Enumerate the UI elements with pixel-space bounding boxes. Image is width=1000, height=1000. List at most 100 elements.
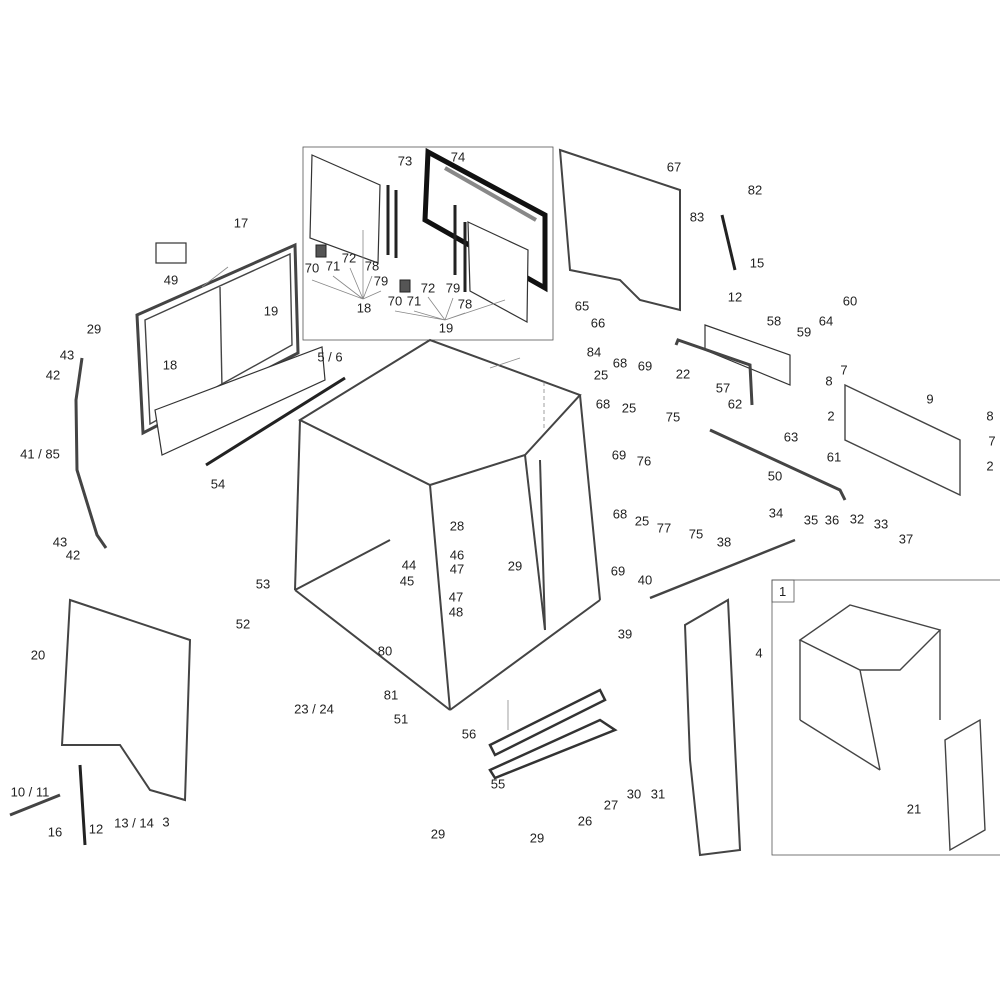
part-callout-2[interactable]: 2 xyxy=(986,458,993,473)
part-callout-42[interactable]: 42 xyxy=(46,367,60,382)
part-callout-68[interactable]: 68 xyxy=(613,355,627,370)
part-callout-68[interactable]: 68 xyxy=(613,506,627,521)
part-callout-77[interactable]: 77 xyxy=(657,520,671,535)
part-callout-75[interactable]: 75 xyxy=(666,409,680,424)
part-callout-69[interactable]: 69 xyxy=(612,447,626,462)
part-callout-61[interactable]: 61 xyxy=(827,449,841,464)
part-callout-40[interactable]: 40 xyxy=(638,572,652,587)
part-callout-2[interactable]: 2 xyxy=(827,408,834,423)
part-callout-33[interactable]: 33 xyxy=(874,516,888,531)
part-callout-80[interactable]: 80 xyxy=(378,643,392,658)
part-callout-29[interactable]: 29 xyxy=(431,826,445,841)
part-callout-79[interactable]: 79 xyxy=(374,273,388,288)
part-callout-27[interactable]: 27 xyxy=(604,797,618,812)
part-callout-75[interactable]: 75 xyxy=(689,526,703,541)
part-callout-72[interactable]: 72 xyxy=(421,280,435,295)
part-callout-65[interactable]: 65 xyxy=(575,298,589,313)
part-callout-31[interactable]: 31 xyxy=(651,786,665,801)
part-callout-29[interactable]: 29 xyxy=(530,830,544,845)
part-callout-66[interactable]: 66 xyxy=(591,315,605,330)
part-callout-62[interactable]: 62 xyxy=(728,396,742,411)
part-callout-70[interactable]: 70 xyxy=(305,260,319,275)
part-callout-30[interactable]: 30 xyxy=(627,786,641,801)
part-callout-47[interactable]: 47 xyxy=(450,561,464,576)
part-callout-18[interactable]: 18 xyxy=(163,357,177,372)
part-callout-28[interactable]: 28 xyxy=(450,518,464,533)
part-callout-38[interactable]: 38 xyxy=(717,534,731,549)
part-callout-2324[interactable]: 23 / 24 xyxy=(294,701,334,716)
part-callout-72[interactable]: 72 xyxy=(342,250,356,265)
part-callout-71[interactable]: 71 xyxy=(326,258,340,273)
part-callout-56[interactable]: 56 xyxy=(462,726,476,741)
part-callout-19[interactable]: 19 xyxy=(264,303,278,318)
part-callout-29[interactable]: 29 xyxy=(508,558,522,573)
part-callout-51[interactable]: 51 xyxy=(394,711,408,726)
part-callout-74[interactable]: 74 xyxy=(451,149,465,164)
part-callout-58[interactable]: 58 xyxy=(767,313,781,328)
part-callout-56[interactable]: 5 / 6 xyxy=(317,349,342,364)
part-callout-83[interactable]: 83 xyxy=(690,209,704,224)
part-callout-55[interactable]: 55 xyxy=(491,776,505,791)
part-callout-52[interactable]: 52 xyxy=(236,616,250,631)
part-callout-46[interactable]: 46 xyxy=(450,547,464,562)
part-callout-21[interactable]: 21 xyxy=(907,801,921,816)
part-callout-19[interactable]: 19 xyxy=(439,320,453,335)
part-callout-16[interactable]: 16 xyxy=(48,824,62,839)
part-callout-18[interactable]: 18 xyxy=(357,300,371,315)
part-callout-47[interactable]: 47 xyxy=(449,589,463,604)
part-callout-1011[interactable]: 10 / 11 xyxy=(11,784,50,799)
part-callout-70[interactable]: 70 xyxy=(388,293,402,308)
part-callout-79[interactable]: 79 xyxy=(446,280,460,295)
part-callout-26[interactable]: 26 xyxy=(578,813,592,828)
part-callout-22[interactable]: 22 xyxy=(676,366,690,381)
part-callout-34[interactable]: 34 xyxy=(769,505,783,520)
part-callout-68[interactable]: 68 xyxy=(596,396,610,411)
part-callout-43[interactable]: 43 xyxy=(60,347,74,362)
part-callout-35[interactable]: 35 xyxy=(804,512,818,527)
part-callout-67[interactable]: 67 xyxy=(667,159,681,174)
part-callout-25[interactable]: 25 xyxy=(594,367,608,382)
part-callout-25[interactable]: 25 xyxy=(635,513,649,528)
part-callout-3[interactable]: 3 xyxy=(162,814,169,829)
part-callout-48[interactable]: 48 xyxy=(449,604,463,619)
part-callout-84[interactable]: 84 xyxy=(587,344,601,359)
part-callout-82[interactable]: 82 xyxy=(748,182,762,197)
part-callout-71[interactable]: 71 xyxy=(407,293,421,308)
part-callout-8[interactable]: 8 xyxy=(986,408,993,423)
part-callout-7[interactable]: 7 xyxy=(988,433,995,448)
part-callout-15[interactable]: 15 xyxy=(750,255,764,270)
part-callout-63[interactable]: 63 xyxy=(784,429,798,444)
part-callout-17[interactable]: 17 xyxy=(234,215,248,230)
part-callout-25[interactable]: 25 xyxy=(622,400,636,415)
part-callout-54[interactable]: 54 xyxy=(211,476,225,491)
part-callout-20[interactable]: 20 xyxy=(31,647,45,662)
part-callout-44[interactable]: 44 xyxy=(402,557,416,572)
part-callout-12[interactable]: 12 xyxy=(89,821,103,836)
part-callout-76[interactable]: 76 xyxy=(637,453,651,468)
part-callout-43[interactable]: 43 xyxy=(53,534,67,549)
part-callout-53[interactable]: 53 xyxy=(256,576,270,591)
part-callout-4[interactable]: 4 xyxy=(755,645,762,660)
part-callout-78[interactable]: 78 xyxy=(458,296,472,311)
part-callout-7[interactable]: 7 xyxy=(840,362,847,377)
part-callout-29[interactable]: 29 xyxy=(87,321,101,336)
part-callout-45[interactable]: 45 xyxy=(400,573,414,588)
part-callout-12[interactable]: 12 xyxy=(728,289,742,304)
part-callout-69[interactable]: 69 xyxy=(611,563,625,578)
part-callout-78[interactable]: 78 xyxy=(365,258,379,273)
part-callout-50[interactable]: 50 xyxy=(768,468,782,483)
part-callout-73[interactable]: 73 xyxy=(398,153,412,168)
part-callout-42[interactable]: 42 xyxy=(66,547,80,562)
part-callout-39[interactable]: 39 xyxy=(618,626,632,641)
part-callout-81[interactable]: 81 xyxy=(384,687,398,702)
part-callout-37[interactable]: 37 xyxy=(899,531,913,546)
part-callout-9[interactable]: 9 xyxy=(926,391,933,406)
part-callout-57[interactable]: 57 xyxy=(716,380,730,395)
part-callout-60[interactable]: 60 xyxy=(843,293,857,308)
part-callout-1314[interactable]: 13 / 14 xyxy=(114,815,154,830)
part-callout-4185[interactable]: 41 / 85 xyxy=(20,446,60,461)
part-callout-59[interactable]: 59 xyxy=(797,324,811,339)
part-callout-64[interactable]: 64 xyxy=(819,313,833,328)
part-callout-8[interactable]: 8 xyxy=(825,373,832,388)
part-callout-36[interactable]: 36 xyxy=(825,512,839,527)
